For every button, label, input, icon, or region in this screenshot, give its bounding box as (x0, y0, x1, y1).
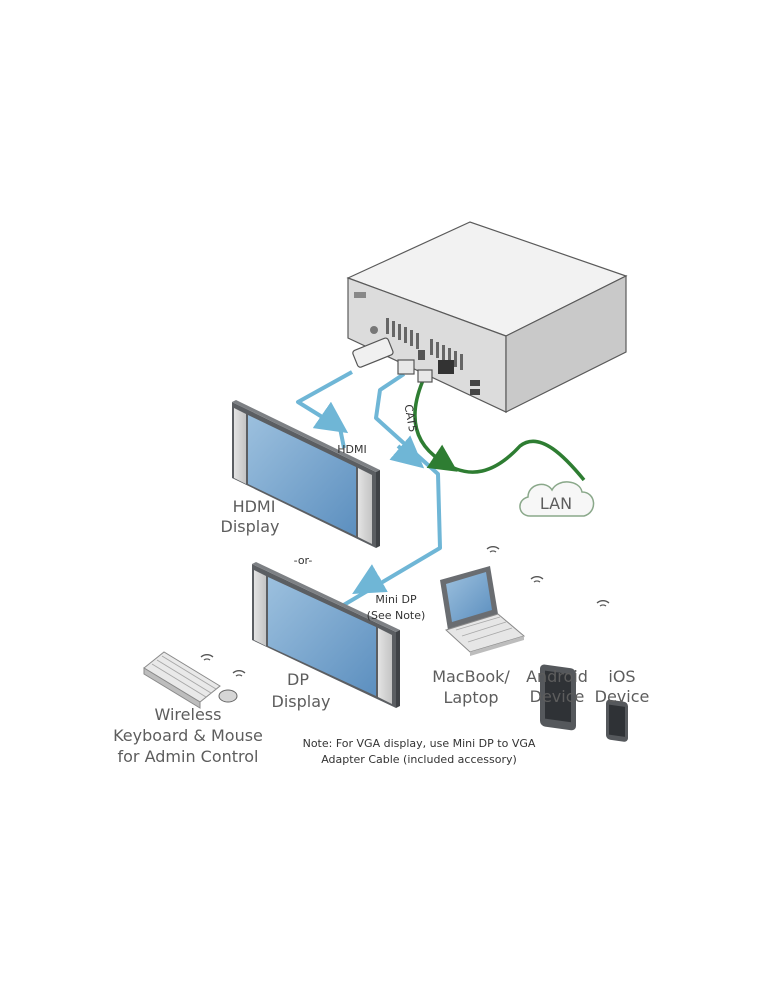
rj45-connector-icon (417, 369, 433, 383)
hdmi-cable (296, 337, 394, 449)
power-led-icon (354, 292, 366, 298)
cat5-cable-label: CAT5 (402, 403, 420, 433)
hdmi-display-label-line2: Display (221, 517, 280, 536)
hdmi-connector-icon (352, 337, 394, 368)
mini-dp-cable-label-line2: (See Note) (367, 609, 426, 622)
mini-dp-cable (340, 359, 442, 608)
or-separator: -or- (294, 554, 313, 567)
wireless-keyboard-mouse-device (143, 651, 246, 709)
note-line2: Adapter Cable (included accessory) (321, 753, 517, 766)
screen (248, 415, 356, 536)
ethernet-port-icon (438, 360, 454, 374)
screen (268, 577, 376, 696)
note-line1: Note: For VGA display, use Mini DP to VG… (303, 737, 536, 750)
keyboard-mouse-label-line1: Wireless (155, 705, 222, 724)
keyboard-mouse-label-line3: for Admin Control (118, 747, 259, 766)
mouse-icon (218, 689, 238, 703)
android-label-line1: Android (526, 667, 588, 686)
screen (545, 670, 571, 723)
macbook-laptop-device (440, 546, 526, 656)
screen (609, 704, 625, 737)
ios-label-line2: Device (595, 687, 650, 706)
hdmi-display-monitor (232, 400, 380, 548)
keyboard-mouse-label-line2: Keyboard & Mouse (113, 726, 263, 745)
screen (446, 572, 492, 622)
laptop-label-line2: Laptop (443, 688, 498, 707)
wireless-signal-icon (596, 600, 610, 607)
wireless-signal-icon (486, 546, 500, 553)
android-label-line2: Device (530, 687, 585, 706)
hdmi-display-label-line1: HDMI (233, 497, 276, 516)
ios-device (596, 600, 628, 742)
wireless-signal-icon (530, 576, 544, 583)
wireless-signal-icon (200, 654, 246, 677)
mini-dp-port-icon (418, 350, 425, 360)
dp-display-label-line2: Display (272, 692, 331, 711)
ios-label-line1: iOS (608, 667, 635, 686)
mini-dp-connector-icon (397, 359, 415, 375)
usb-port-icon (470, 380, 480, 386)
dp-display-label-line1: DP (287, 670, 309, 689)
lan-cloud-icon (519, 481, 595, 517)
laptop-label-line1: MacBook/ (432, 667, 510, 686)
android-device (530, 576, 576, 731)
mini-dp-cable-label-line1: Mini DP (375, 593, 417, 606)
dp-display-monitor (252, 562, 400, 708)
hdmi-cable-label: HDMI (337, 443, 366, 456)
cat5-cable (413, 369, 586, 482)
power-button-icon (370, 326, 378, 334)
main-unit-device (346, 221, 628, 413)
lan-label: LAN (540, 494, 572, 513)
usb-port-icon (470, 389, 480, 395)
